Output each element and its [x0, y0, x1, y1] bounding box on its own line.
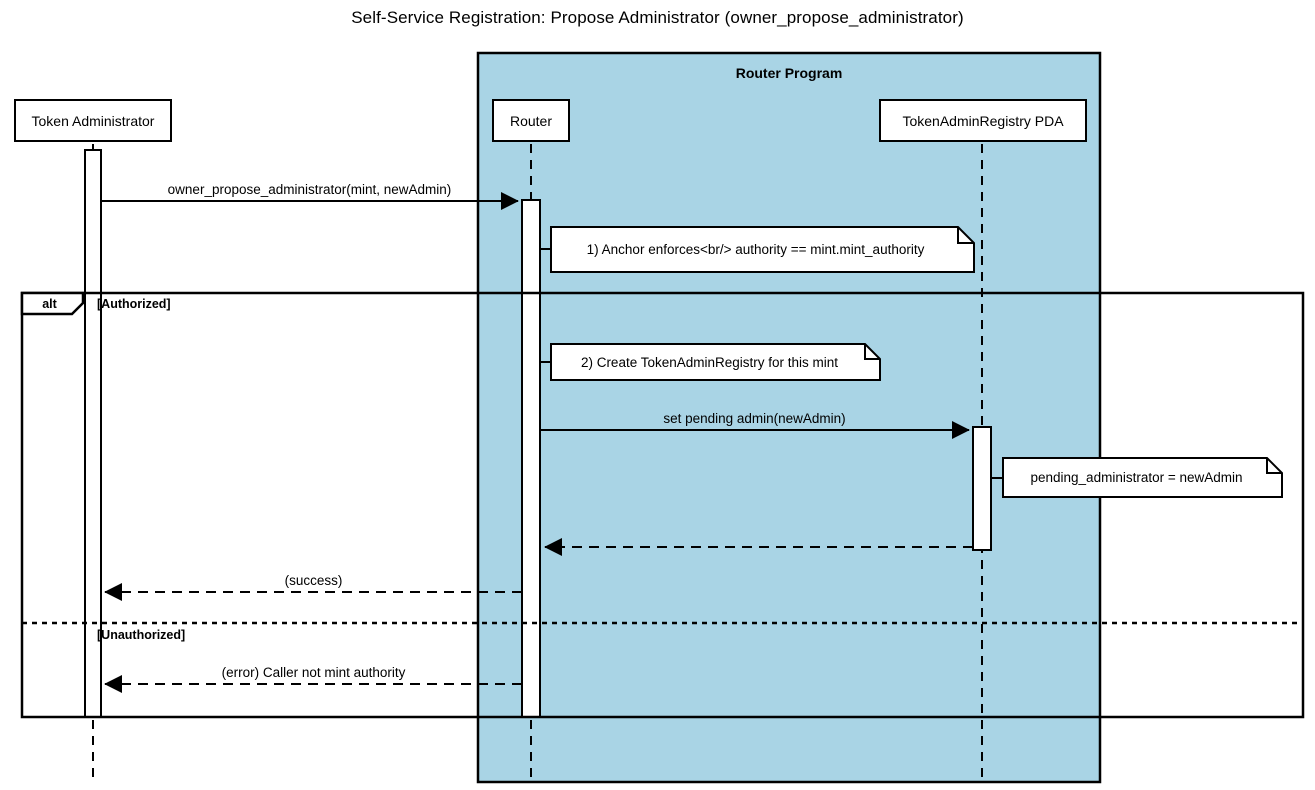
note-shape-pending-administrator — [1002, 457, 1283, 498]
message-label-owner-propose-administrator: owner_propose_administrator(mint, newAdm… — [167, 182, 452, 197]
note-label-create-registry: 2) Create TokenAdminRegistry for this mi… — [580, 354, 839, 370]
note-fold-create-registry — [864, 344, 880, 360]
participant-label-token-administrator: Token Administrator — [31, 112, 155, 129]
alt-branch-condition-unauthorized: [Unauthorized] — [97, 628, 186, 642]
note-label-pending-administrator: pending_administrator = newAdmin — [1030, 470, 1243, 485]
note-label-anchor-enforces: 1) Anchor enforces<br/> authority == min… — [586, 242, 925, 257]
note-shape-create-registry — [550, 343, 881, 381]
alt-fragment-tag-shape — [20, 291, 85, 316]
participant-token-admin-registry-pda[interactable]: TokenAdminRegistry PDA — [879, 99, 1087, 142]
note-fold-pending-administrator — [1266, 458, 1282, 474]
participant-label-router: Router — [509, 112, 553, 129]
alt-branch-condition-authorized: [Authorized] — [97, 297, 171, 311]
message-label-success-return: (success) — [284, 573, 343, 588]
note-fold-anchor-enforces — [957, 227, 974, 244]
activation-router — [521, 199, 541, 718]
activation-token-admin-registry-pda — [972, 426, 992, 551]
message-label-error-return: (error) Caller not mint authority — [221, 665, 406, 680]
participant-token-administrator[interactable]: Token Administrator — [14, 99, 172, 142]
note-shape-anchor-enforces — [550, 226, 975, 273]
page-title: Self-Service Registration: Propose Admin… — [351, 8, 964, 27]
participant-label-token-admin-registry-pda: TokenAdminRegistry PDA — [902, 112, 1064, 129]
alt-fragment-frame — [20, 291, 1305, 719]
group-box-router-program — [476, 51, 1102, 784]
participant-router[interactable]: Router — [492, 99, 570, 142]
group-label-router-program: Router Program — [735, 65, 843, 81]
alt-fragment-operator-label: alt — [42, 296, 57, 311]
message-label-set-pending-admin: set pending admin(newAdmin) — [663, 411, 846, 426]
